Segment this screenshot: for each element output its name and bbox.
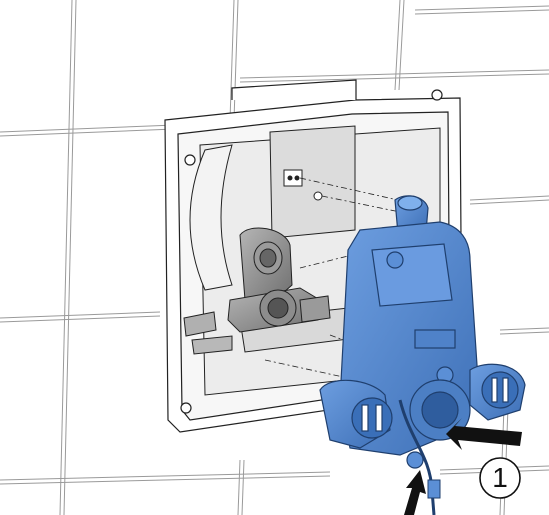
callout-circle <box>479 457 521 499</box>
push-arrow-icon <box>446 418 522 450</box>
valve-body <box>183 227 331 355</box>
blue-module <box>319 195 526 469</box>
cable <box>398 399 441 515</box>
hand-arrow-icon <box>404 470 426 515</box>
